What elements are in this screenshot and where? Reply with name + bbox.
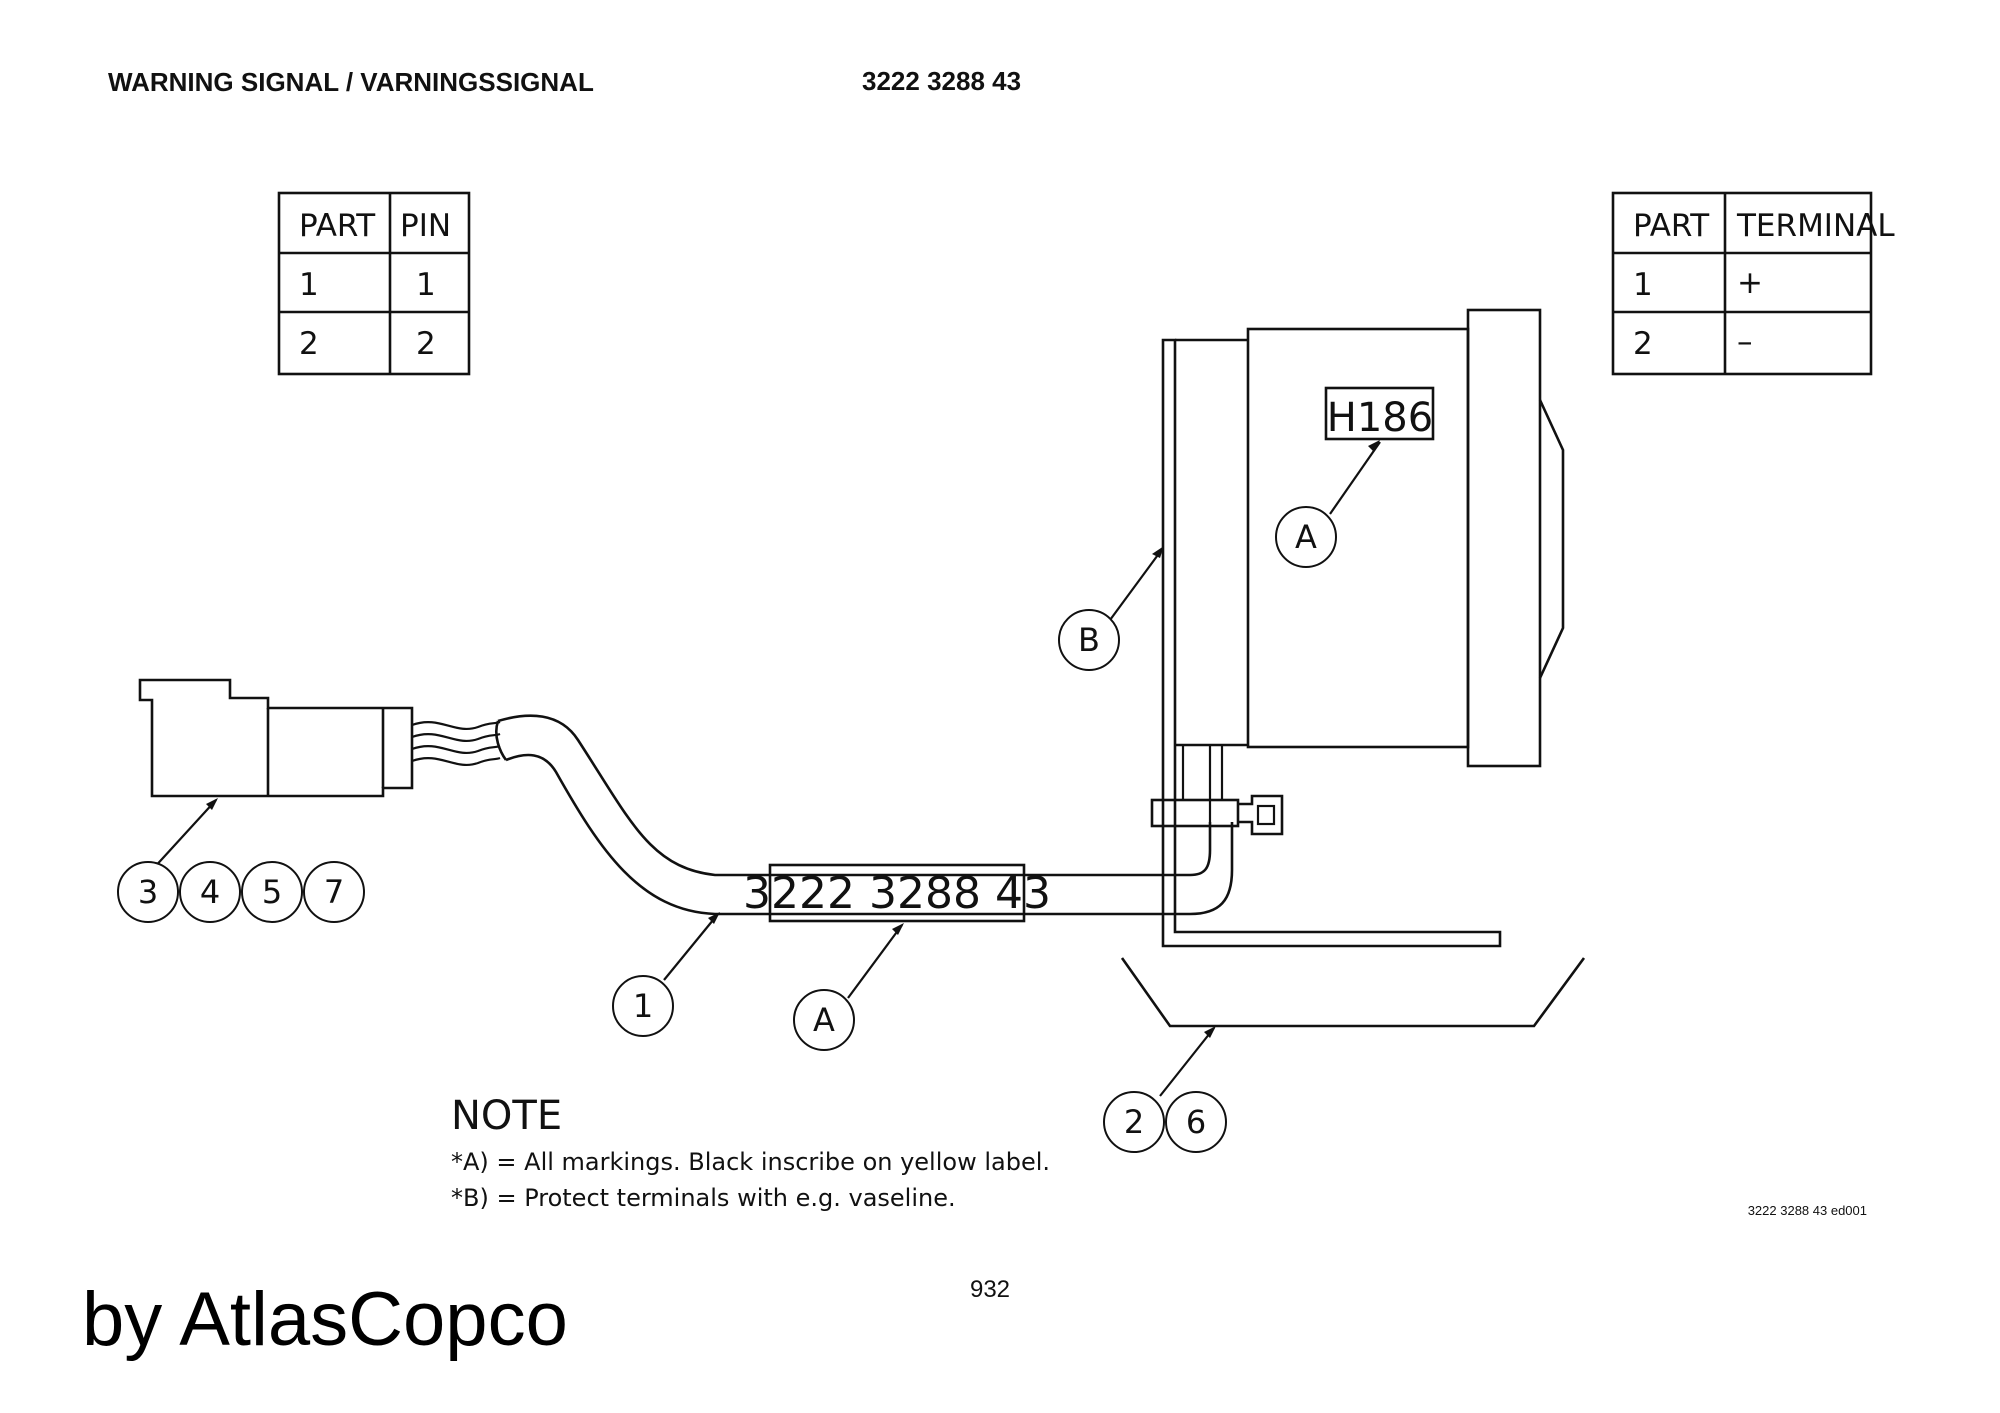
- note-heading: NOTE: [451, 1093, 562, 1139]
- header-part-number: 3222 3288 43: [862, 66, 1021, 96]
- callout-bracket-parts: 2 6: [1103, 1091, 1227, 1153]
- brand-watermark: by AtlasCopco: [82, 1277, 568, 1362]
- terminal-table: PART TERMINAL 1 + 2 –: [1611, 191, 1895, 376]
- drawing-reference: 3222 3288 43 ed001: [1748, 1203, 1867, 1218]
- page-number: 932: [970, 1276, 1010, 1303]
- callout-label: 1: [633, 987, 653, 1025]
- connector-plug: [138, 678, 501, 798]
- callout-label: A: [1295, 518, 1317, 556]
- terminal-table-header-part: PART: [1633, 208, 1710, 244]
- warning-lamp-h186: H186: [1150, 308, 1565, 948]
- callout-label: 2: [1124, 1103, 1144, 1141]
- pin-table-header-part: PART: [299, 208, 376, 244]
- callout-cable: 1: [612, 975, 674, 1037]
- mounting-bracket: [1120, 957, 1586, 1028]
- callout-label: B: [1078, 621, 1100, 659]
- pin-table-cell: 2: [299, 326, 319, 362]
- component-label-h186: H186: [1327, 395, 1433, 441]
- terminal-table-cell: 1: [1633, 267, 1653, 303]
- terminal-table-cell: +: [1737, 265, 1763, 301]
- callout-label: 4: [200, 873, 220, 911]
- callout-label: A: [813, 1001, 835, 1039]
- note-line: *A) = All markings. Black inscribe on ye…: [451, 1148, 1050, 1176]
- callout-label: 5: [262, 873, 282, 911]
- callout-a-lamp: A: [1275, 506, 1337, 568]
- callout-label: 7: [324, 873, 344, 911]
- leader-lines: [151, 440, 1381, 1097]
- callout-label: 6: [1186, 1103, 1206, 1141]
- pin-table-cell: 1: [299, 267, 319, 303]
- callout-connector-parts: 3 4 5 7: [117, 861, 365, 923]
- drawing-title: WARNING SIGNAL / VARNINGSSIGNAL: [108, 67, 594, 97]
- callout-b: B: [1058, 609, 1120, 671]
- terminal-table-header-terminal: TERMINAL: [1736, 208, 1895, 244]
- callout-label: 3: [138, 873, 158, 911]
- terminal-table-cell: –: [1737, 324, 1753, 360]
- terminal-table-cell: 2: [1633, 326, 1653, 362]
- note-line: *B) = Protect terminals with e.g. vaseli…: [451, 1184, 956, 1212]
- callout-a-cable: A: [793, 989, 855, 1051]
- pin-table-cell: 2: [416, 326, 436, 362]
- pin-table-cell: 1: [416, 267, 436, 303]
- pin-table: PART PIN 1 1 2 2: [277, 191, 471, 376]
- pin-table-header-pin: PIN: [400, 208, 451, 244]
- cable-marking-label: 3222 3288 43: [743, 868, 1051, 919]
- cable: 3222 3288 43: [494, 714, 1234, 923]
- note-block: NOTE *A) = All markings. Black inscribe …: [451, 1093, 1050, 1212]
